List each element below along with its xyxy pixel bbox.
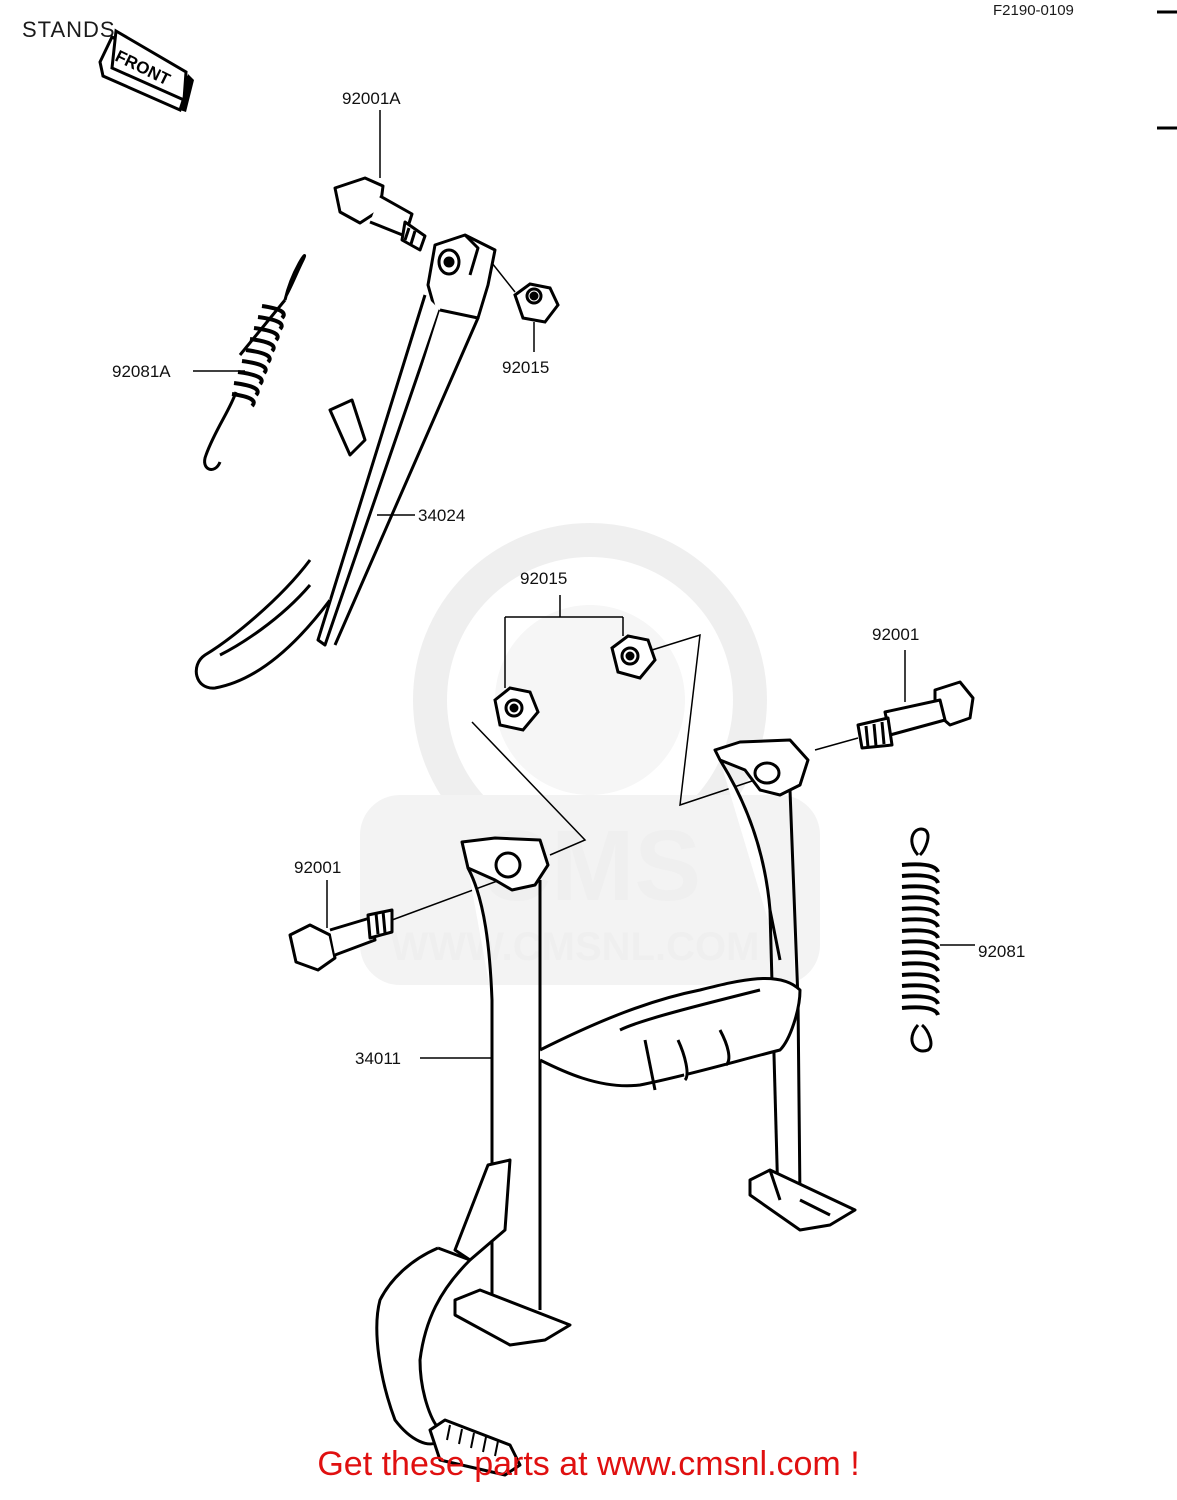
bolt-92001a (333, 176, 427, 252)
cms-watermark: CMS WWW.CMSNL.COM (360, 523, 820, 985)
callout-92015-center: 92015 (520, 569, 567, 588)
callout-92001a: 92001A (342, 89, 401, 108)
watermark-url-text: WWW.CMSNL.COM (391, 925, 760, 969)
callout-92081: 92081 (978, 942, 1025, 961)
callout-34024: 34024 (418, 506, 465, 525)
bolt-92001-left (288, 908, 394, 972)
center-stand-34011 (375, 738, 857, 1477)
spring-92081 (901, 827, 940, 1053)
diagram-code: F2190-0109 (993, 2, 1074, 19)
front-direction-arrow: FRONT (98, 28, 194, 113)
bolt-92001-right (856, 680, 975, 750)
nut-92015-side (513, 282, 560, 324)
callout-92081a: 92081A (112, 362, 171, 381)
nut-92015-center-b (493, 686, 540, 732)
spring-92081a (203, 254, 306, 471)
side-stand-34024 (194, 233, 497, 690)
callout-92015-side: 92015 (502, 358, 549, 377)
callout-92001-left: 92001 (294, 858, 341, 877)
callout-34011: 34011 (355, 1049, 401, 1068)
callout-92001-right: 92001 (872, 625, 919, 644)
diagram-title: STANDS (22, 17, 116, 42)
get-parts-link[interactable]: Get these parts at www.cmsnl.com ! (317, 1445, 860, 1483)
nut-92015-center-a (610, 634, 657, 680)
